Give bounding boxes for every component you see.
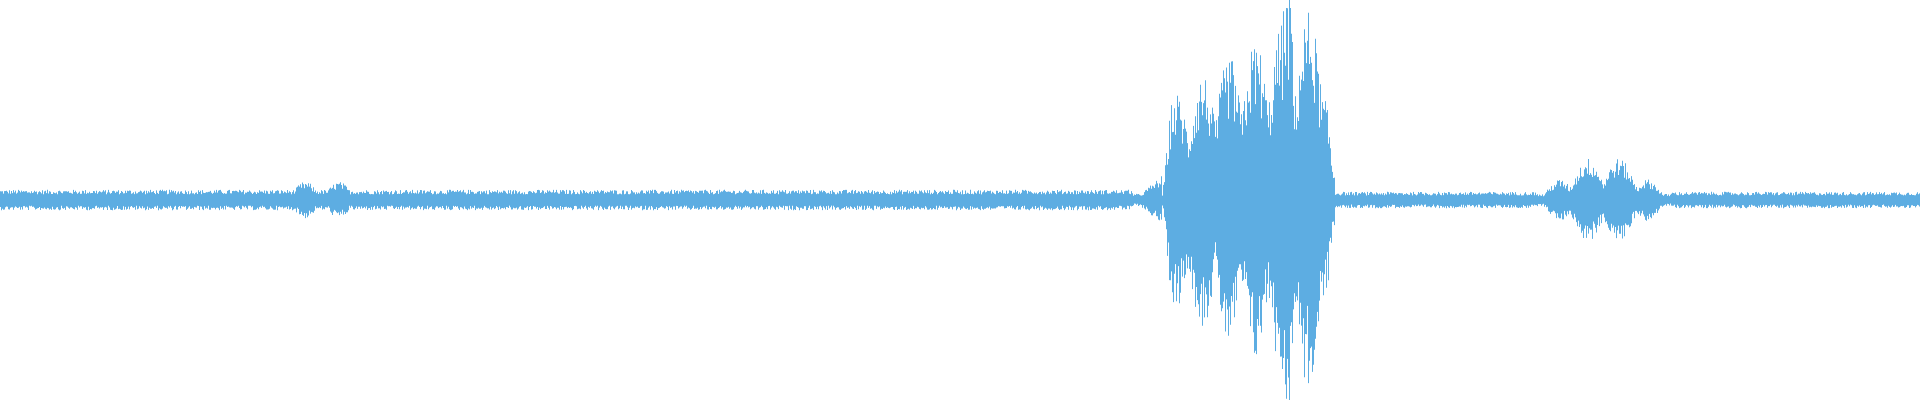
waveform-samples [0, 0, 1920, 400]
audio-waveform [0, 0, 1920, 400]
waveform-canvas [0, 0, 1920, 400]
